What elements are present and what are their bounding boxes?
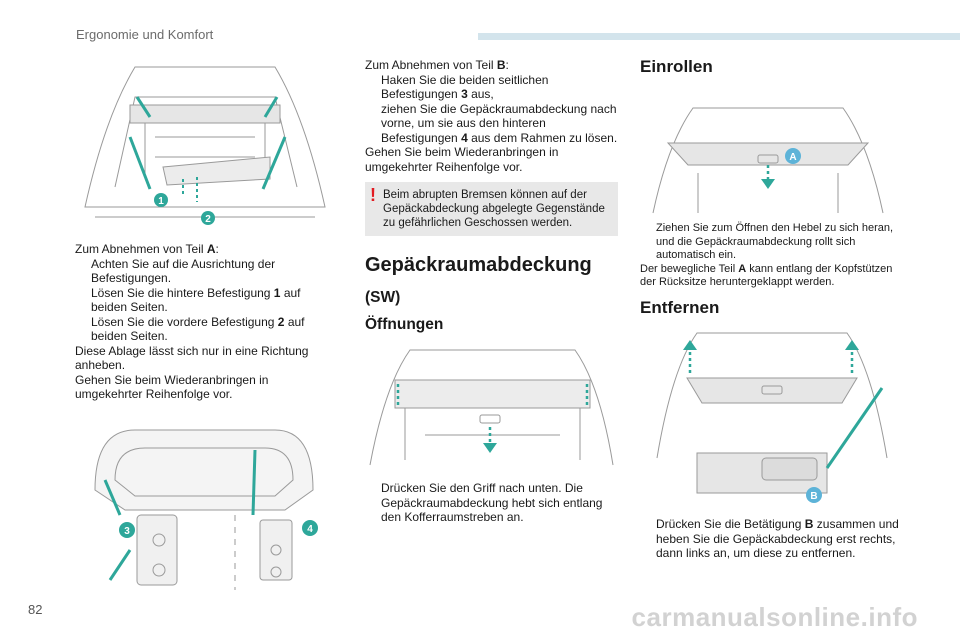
heading-openings: Öffnungen: [365, 316, 444, 333]
heading-rollup: Einrollen: [640, 57, 713, 76]
figure-rollup: A: [648, 103, 888, 216]
label-A: A: [789, 152, 796, 163]
label-2: 2: [205, 214, 211, 225]
col1-text: Zum Abnehmen von Teil A: Achten Sie auf …: [75, 242, 309, 401]
col3-text-2: Drücken Sie die Betätigung B zusammen un…: [656, 517, 899, 560]
label-1: 1: [158, 196, 164, 207]
section-title: Ergonomie und Komfort: [76, 27, 214, 42]
heading-cover: Gepäckraumabdeckung: [365, 254, 592, 276]
page-number: 82: [28, 602, 43, 617]
label-B: B: [810, 491, 817, 502]
label-4: 4: [307, 524, 313, 535]
figure-trunk-shelf: 1 2: [75, 57, 333, 227]
col2-text: Zum Abnehmen von Teil B: Haken Sie die b…: [365, 58, 618, 174]
col3-text-1: Ziehen Sie zum Öffnen den Hebel zu sich …: [640, 222, 894, 288]
figure-openings: [365, 345, 618, 470]
heading-remove: Entfernen: [640, 298, 720, 317]
figure-cover-b: 3 4: [75, 420, 333, 590]
figure-remove: B: [652, 328, 890, 508]
watermark: carmanualsonline.info: [631, 602, 918, 632]
heading-sw: (SW): [365, 289, 401, 306]
warning-box: ! Beim abrupten Bremsen können auf der G…: [365, 182, 618, 236]
header-accent-bar: [478, 33, 960, 40]
warning-icon: !: [370, 185, 376, 205]
label-3: 3: [124, 526, 130, 537]
col2-instruction: Drücken Sie den Griff nach unten. Die Ge…: [381, 481, 603, 524]
